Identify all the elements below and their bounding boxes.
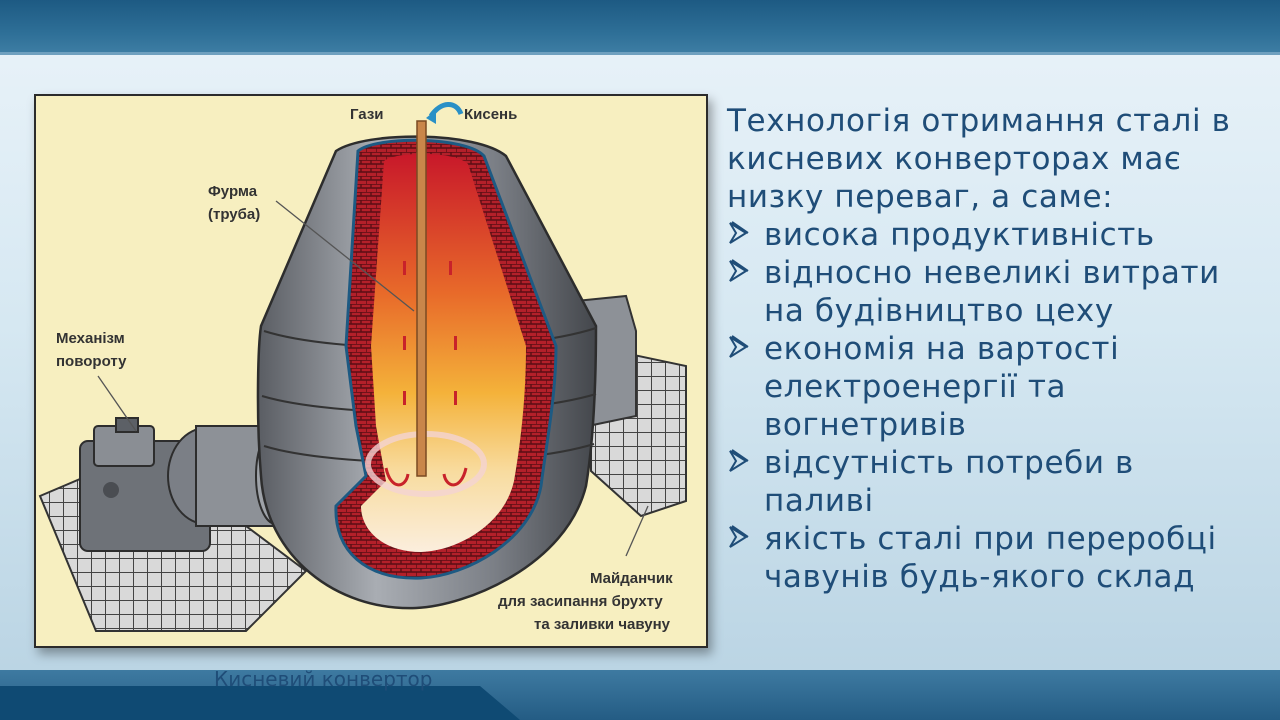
label-mechanism-2: повороту [56, 353, 127, 370]
bottom-decor-wedge [0, 686, 520, 720]
slide-text: Технологія отримання сталі в кисневих ко… [727, 102, 1247, 596]
list-item: економія на вартості електроенергії та в… [727, 330, 1247, 444]
arrow-bullet-icon [729, 525, 749, 548]
label-gases: Гази [350, 106, 384, 123]
arrow-bullet-icon [729, 259, 749, 282]
list-item: висока продуктивність [727, 216, 1247, 254]
oxygen-lance [416, 102, 464, 477]
figure-caption: Кисневий конвертор [214, 667, 433, 691]
label-mechanism-1: Механізм [56, 330, 125, 347]
label-platform-2: для засипання брухту [498, 593, 663, 610]
list-item-text: висока продуктивність [764, 217, 1155, 253]
top-decor-band [0, 0, 1280, 55]
label-lance-2: (труба) [208, 206, 260, 223]
converter-illustration: Гази Кисень Фурма (труба) Механізм повор… [34, 94, 708, 648]
list-item-text: економія на вартості електроенергії та в… [764, 331, 1120, 443]
list-item: відносно невеликі витрати на будівництво… [727, 254, 1247, 330]
label-platform-3: та заливки чавуну [534, 616, 671, 633]
label-platform-1: Майданчик [590, 570, 673, 587]
list-item-text: якість сталі при переробці чавунів будь-… [764, 521, 1217, 595]
label-oxygen: Кисень [464, 106, 517, 123]
intro-text: Технологія отримання сталі в кисневих ко… [727, 103, 1231, 215]
converter-interior [334, 138, 558, 580]
arrow-bullet-icon [729, 449, 749, 472]
list-item-text: відносно невеликі витрати на будівництво… [764, 255, 1220, 329]
arrow-bullet-icon [729, 221, 749, 244]
list-item: відсутність потреби в паливі [727, 444, 1247, 520]
label-lance-1: Фурма [208, 183, 258, 200]
arrow-bullet-icon [729, 335, 749, 358]
list-item-text: відсутність потреби в паливі [764, 445, 1134, 519]
list-item: якість сталі при переробці чавунів будь-… [727, 520, 1247, 596]
advantages-list: висока продуктивність відносно невеликі … [727, 216, 1247, 596]
